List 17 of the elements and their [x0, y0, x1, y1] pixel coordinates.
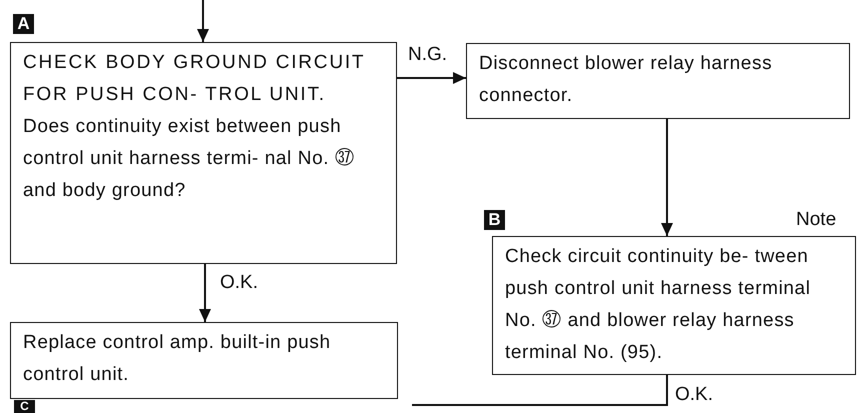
process-box [492, 236, 856, 375]
box-text: Does continuity exist between push control unit harness termi- nal No. ㊲ and body ground? [23, 115, 356, 203]
connector-line [412, 375, 668, 406]
step-marker: A [13, 14, 34, 34]
box-text: Replace control amp. built-in push control unit. [23, 331, 332, 387]
arrow [199, 264, 211, 322]
arrow [197, 0, 209, 42]
process-box [10, 42, 397, 264]
box-heading: CHECK BODY GROUND CIRCUIT FOR PUSH CON- TROL UNIT. [23, 51, 366, 107]
box-text: Disconnect blower relay harness connector. [479, 52, 774, 108]
process-box [10, 322, 398, 399]
box-text: Check circuit continuity be- tween push control unit harness terminal No. ㊲ and blower relay harness terminal No. (95). [505, 245, 812, 365]
process-box [466, 43, 850, 119]
arrow [661, 119, 673, 236]
step-marker: C [14, 400, 35, 413]
step-marker: B [484, 210, 505, 230]
arrow [397, 72, 466, 84]
